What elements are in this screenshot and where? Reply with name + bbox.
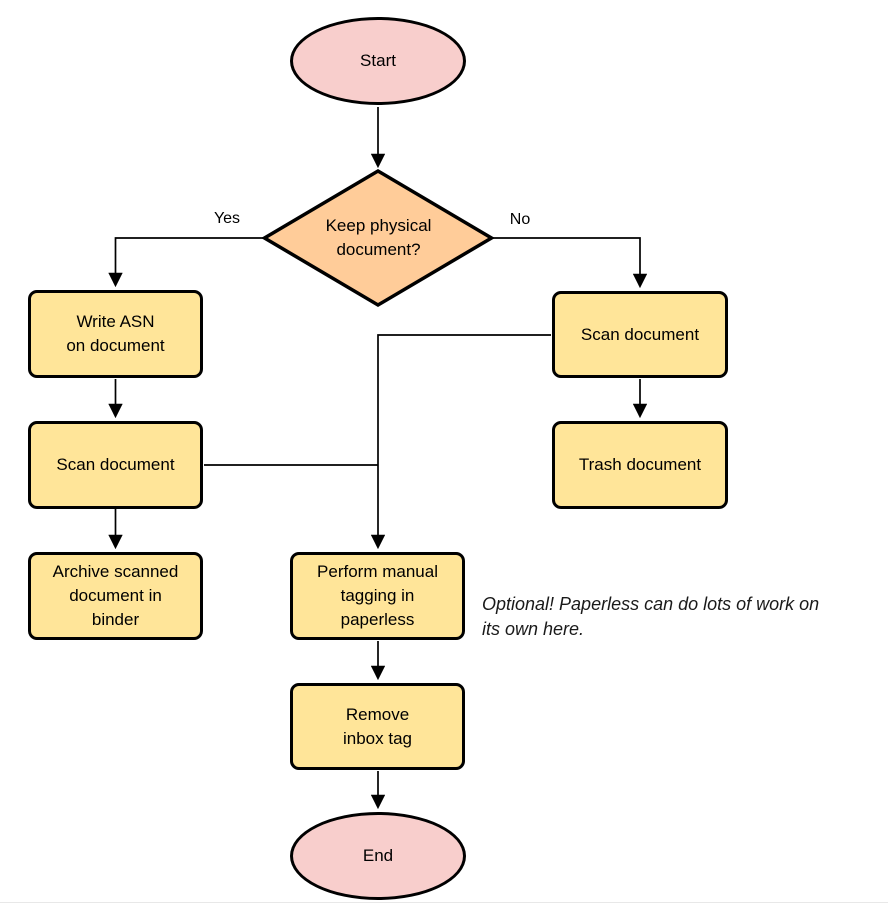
edge-label-no: No <box>509 211 531 228</box>
node-scan-document-left: Scan document <box>28 421 203 509</box>
node-decision-label: Keep physical document? <box>325 216 432 259</box>
node-trash-document: Trash document <box>552 421 728 509</box>
node-start: Start <box>290 17 466 105</box>
edge-scan-right-to-tagging <box>370 334 551 550</box>
node-scan-document-right: Scan document <box>552 291 728 378</box>
node-remove-inbox-tag: Remove inbox tag <box>290 683 465 770</box>
edge-label-yes: Yes <box>213 210 241 227</box>
node-end: End <box>290 812 466 900</box>
edge-decision-yes-to-write-asn <box>108 237 263 288</box>
page-bottom-divider <box>0 902 888 903</box>
decision-diamond-shape <box>261 168 495 308</box>
optional-note: Optional! Paperless can do lots of work … <box>482 594 820 639</box>
edge-decision-no-to-scan-right <box>493 237 648 289</box>
node-write-asn: Write ASN on document <box>28 290 203 378</box>
node-archive-scanned: Archive scanned document in binder <box>28 552 203 640</box>
node-perform-tagging: Perform manual tagging in paperless <box>290 552 465 640</box>
